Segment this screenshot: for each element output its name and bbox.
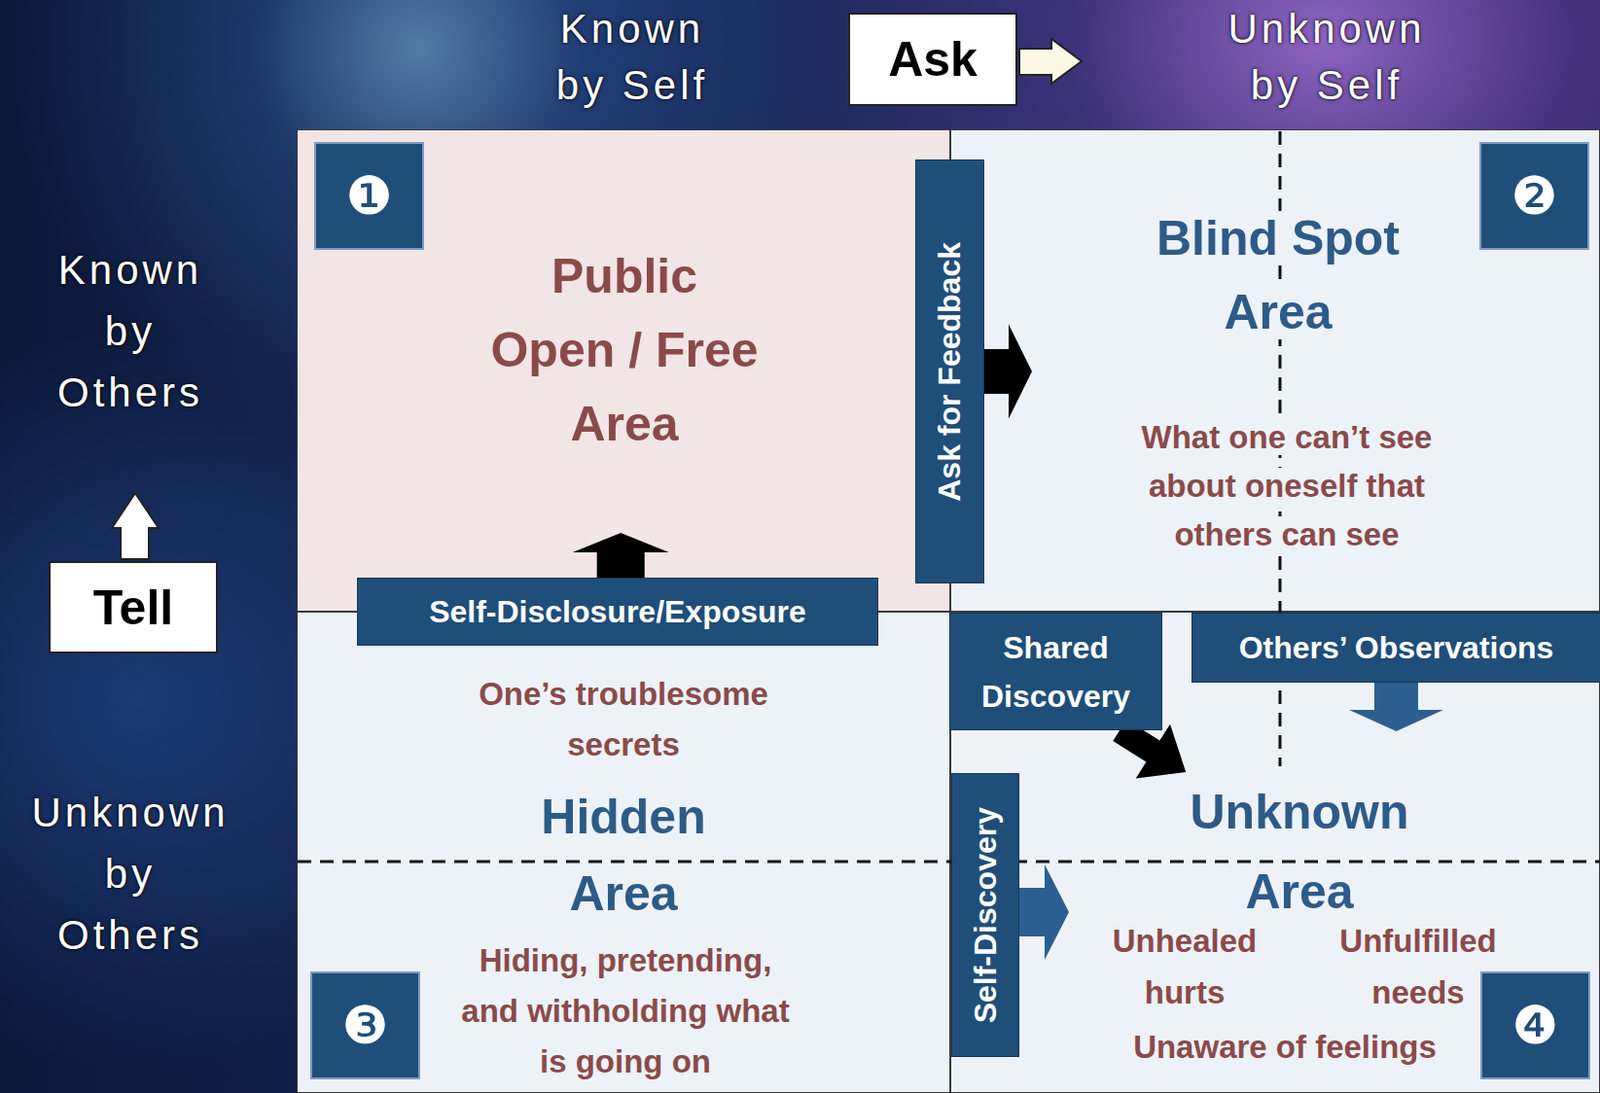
axis-label-block: Known by Self — [539, 0, 725, 114]
callout-number: ❸ — [341, 999, 389, 1053]
callout-number-badge: ❶ — [314, 142, 425, 250]
action-band: Self-Discovery — [951, 773, 1020, 1058]
band-text: Ask for Feedback — [930, 242, 968, 502]
callout-number-badge: ❹ — [1480, 971, 1591, 1080]
tell-arrow — [111, 493, 159, 560]
axis-label-block: Unknown by Self — [1214, 0, 1439, 114]
quadrant-description: One’s troublesome secrets — [478, 675, 769, 763]
callout-number-badge: ❸ — [310, 971, 421, 1080]
action-band: Others’ Observations — [1191, 612, 1600, 683]
axis-label: Known by Others — [57, 247, 204, 416]
ask-box: Ask — [848, 12, 1018, 107]
quadrant-panel: Unknown AreaUnhealed hurts Unfulfilled ne… — [950, 611, 1600, 1093]
arrow-connector — [572, 533, 670, 578]
tell-box: Tell — [48, 561, 218, 654]
text-block: What one can’t see about oneself that ot… — [1097, 413, 1477, 560]
box-text: Ask — [888, 30, 978, 89]
quadrant-description: Hiding, pretending, and withholding what… — [461, 942, 789, 1080]
band-text: Others’ Observations — [1239, 629, 1555, 667]
ask-arrow — [1019, 38, 1082, 84]
text-block: Unaware of feelings — [1080, 1023, 1490, 1072]
band-text: Shared Discovery — [960, 623, 1151, 721]
axis-label: Known by Self — [556, 5, 709, 108]
text-block: Public Open / Free Area — [486, 239, 763, 462]
axis-label-block: Known by Others — [37, 239, 223, 424]
callout-number: ❷ — [1510, 170, 1558, 223]
callout-number-badge: ❷ — [1479, 142, 1590, 250]
callout-number: ❶ — [345, 170, 392, 223]
text-block: Hiding, pretending, and withholding what… — [460, 935, 791, 1088]
callout-number: ❹ — [1511, 999, 1559, 1053]
quadrant-heading: Unknown Area — [1190, 784, 1410, 920]
text-block: Blind Spot Area — [1132, 201, 1424, 350]
quadrant-heading: Hidden Area — [540, 789, 706, 922]
arrow-connector — [984, 324, 1032, 420]
arrow-connector — [1349, 682, 1444, 732]
text-block: One’s troublesome secrets — [438, 669, 809, 771]
box-text: Tell — [93, 578, 174, 638]
text-block: Hidden Area — [497, 779, 750, 933]
band-text: Self-Discovery — [966, 807, 1004, 1024]
axis-label-block: Unknown by Others — [28, 782, 233, 966]
quadrant-description: Unaware of feelings — [1133, 1029, 1437, 1066]
quadrant-heading: Public Open / Free Area — [490, 248, 758, 452]
quadrant-description: Unhealed hurts — [1112, 923, 1258, 1011]
arrow-connector — [1112, 719, 1186, 780]
axis-label: Unknown by Self — [1227, 5, 1425, 108]
axis-label: Unknown by Others — [31, 789, 229, 959]
quadrant-panel: One’s troublesome secretsHidden AreaHidi… — [296, 611, 951, 1093]
action-band: Ask for Feedback — [915, 159, 985, 584]
quadrant-heading: Blind Spot Area — [1156, 211, 1400, 340]
quadrant-panel: Blind Spot AreaWhat one can’t see about … — [950, 129, 1600, 612]
band-text: Self-Disclosure/Exposure — [428, 593, 807, 631]
quadrant-description: Unfulfilled needs — [1339, 923, 1496, 1011]
quadrant-description: What one can’t see about oneself that ot… — [1141, 419, 1433, 553]
action-band: Shared Discovery — [949, 612, 1163, 731]
dashed-divider — [297, 860, 1600, 864]
text-block: Unknown Area — [1168, 772, 1431, 932]
quadrant-panel: Public Open / Free Area ❶ — [296, 129, 951, 612]
arrow-connector — [1019, 864, 1069, 960]
action-band: Self-Disclosure/Exposure — [356, 577, 879, 646]
dashed-divider — [1279, 131, 1282, 767]
text-block: Unhealed hurts — [1092, 915, 1278, 1019]
